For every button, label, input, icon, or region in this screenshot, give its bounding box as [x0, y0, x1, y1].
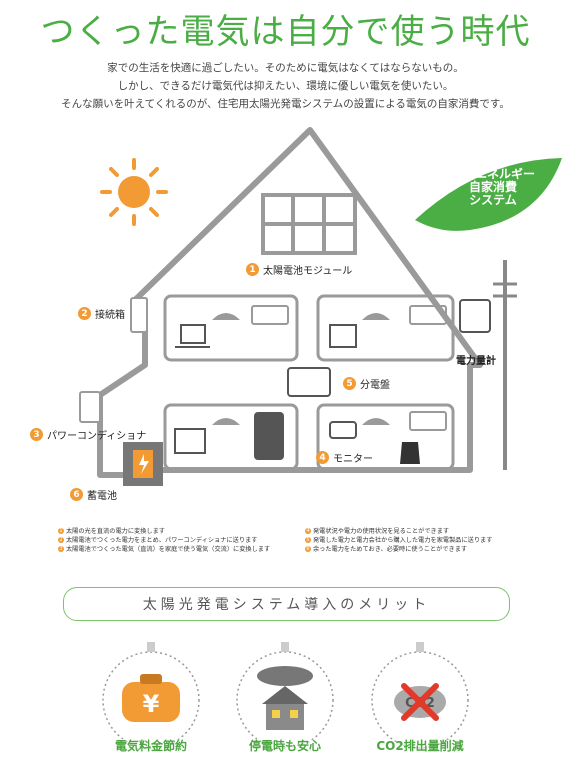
intro-line-3: そんな願いを叶えてくれるのが、住宅用太陽光発電システムの設置による電気の自家消費… [61, 98, 510, 110]
power-meter-icon [459, 299, 491, 333]
intro-line-2: しかし、できるだけ電気代は抑えたい、環境に優しい電気を使いたい。 [117, 80, 454, 92]
svg-text:¥: ¥ [143, 690, 160, 718]
room-lower-left [163, 403, 299, 471]
lamp-icons [212, 313, 390, 425]
solar-panel-icon [261, 193, 357, 255]
storm-house-icon [257, 666, 313, 730]
co2-cross-icon: CO2 [394, 683, 446, 721]
merit-label-co2: CO2排出量削減 [376, 739, 464, 753]
room-lower-right [316, 403, 455, 471]
monitor-device-icon [329, 421, 357, 439]
junction-box-icon [130, 297, 148, 333]
merit-label-outage: 停電時も安心 [248, 739, 321, 753]
room-upper-left [163, 294, 299, 362]
leaf-label: 電気エネルギー 自家消費 システム [450, 167, 535, 207]
fridge-icon [254, 412, 284, 460]
merit-heading: 太陽光発電システム導入のメリット [63, 587, 510, 621]
laptop-icon [175, 324, 210, 348]
aircon-icons [251, 305, 447, 431]
battery-icon [123, 442, 163, 486]
leaf-shape [415, 158, 562, 231]
tv-icons [174, 324, 357, 454]
kettle-icon [400, 442, 420, 464]
wallet-yen-icon: ¥ [122, 674, 180, 722]
room-upper-right [316, 294, 455, 362]
page-title: つくった電気は自分で使う時代 [40, 12, 531, 52]
house-diagram [79, 127, 562, 486]
sun-icon [100, 158, 168, 226]
power-conditioner-icon [79, 391, 101, 423]
hanger-icons [147, 642, 424, 652]
house-outline [97, 127, 483, 478]
merit-label-savings: 電気料金節約 [114, 739, 187, 753]
label-power-meter: 電力量計 [456, 356, 496, 367]
intro-line-1: 家での生活を快適に過ごしたい。そのために電気はなくてはならないもの。 [107, 62, 464, 74]
distribution-board-icon [287, 367, 331, 397]
merit-icons: ¥ CO2 [102, 642, 469, 749]
